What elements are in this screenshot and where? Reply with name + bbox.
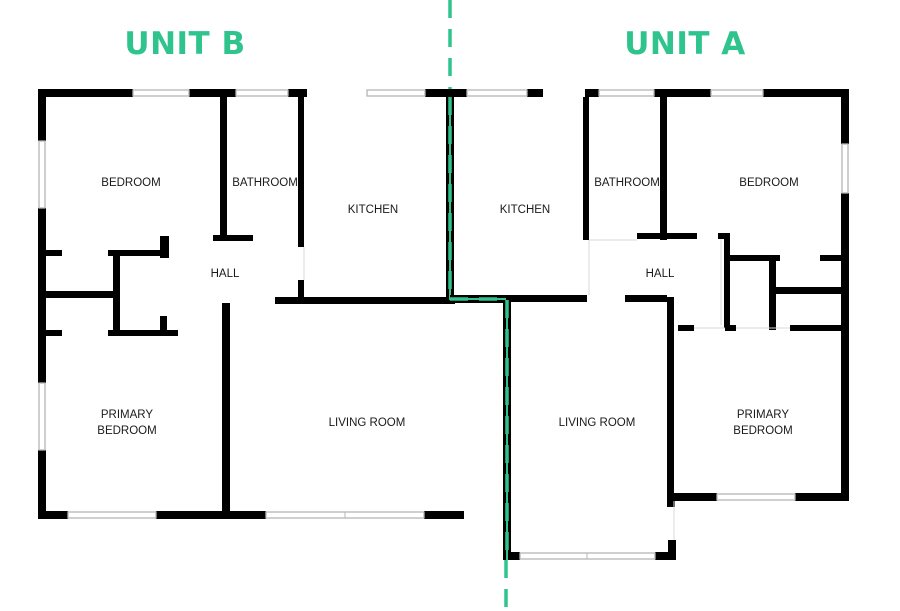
unit-b-bedroom-label: BEDROOM — [101, 177, 160, 189]
unit-b-hall-label: HALL — [211, 268, 240, 280]
party-wall — [446, 97, 511, 560]
unit-a-title: UNIT A — [624, 26, 746, 62]
open-edges — [303, 239, 790, 540]
unit-a-walls — [450, 89, 849, 560]
unit-b-bathroom-label: BATHROOM — [232, 177, 298, 189]
unit-b-title: UNIT B — [124, 26, 246, 62]
unit-b-living-room-label: LIVING ROOM — [329, 417, 406, 429]
unit-a-hall-label: HALL — [646, 268, 675, 280]
unit-a-bedroom-label: BEDROOM — [739, 177, 798, 189]
unit-a-primary-bedroom-label-1: PRIMARY — [737, 409, 790, 421]
unit-a-kitchen-label: KITCHEN — [500, 204, 550, 216]
unit-b-walls — [38, 89, 464, 519]
unit-b-primary-bedroom-label-2: BEDROOM — [97, 425, 156, 437]
unit-b-kitchen-label: KITCHEN — [348, 204, 398, 216]
unit-a-living-room-label: LIVING ROOM — [559, 417, 636, 429]
unit-b-primary-bedroom-label-1: PRIMARY — [101, 409, 154, 421]
unit-a-bathroom-label: BATHROOM — [594, 177, 660, 189]
unit-a-primary-bedroom-label-2: BEDROOM — [733, 425, 792, 437]
window-mullions — [344, 512, 588, 559]
